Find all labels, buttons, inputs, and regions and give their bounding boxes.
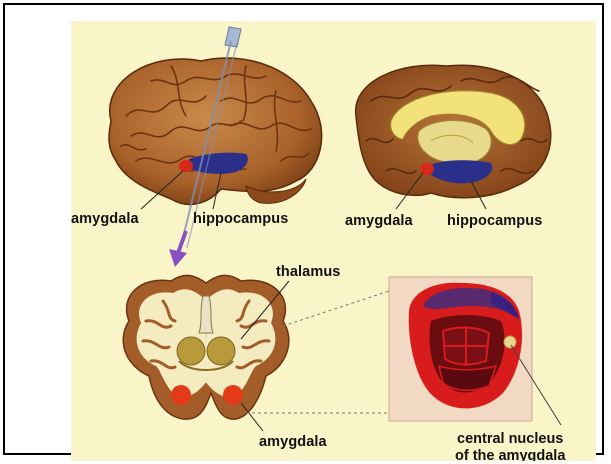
hippocampus-label-medial: hippocampus	[447, 213, 542, 229]
brain-diagram	[71, 21, 596, 461]
central-nucleus-label: central nucleus of the amygdala	[455, 431, 565, 461]
amygdala-label-lateral: amygdala	[71, 211, 139, 227]
amygdala-inset	[389, 277, 532, 421]
diagram-panel: amygdala hippocampus amygdala hippocampu…	[71, 21, 596, 461]
central-nucleus-line1: central nucleus	[455, 431, 565, 448]
medial-brain	[356, 65, 551, 197]
thalamus-label: thalamus	[276, 264, 340, 280]
amygdala-label-medial: amygdala	[345, 213, 413, 229]
central-nucleus-line2: of the amygdala	[455, 448, 565, 461]
hippocampus-label-lateral: hippocampus	[193, 211, 288, 227]
amygdala-label-coronal: amygdala	[259, 434, 327, 450]
figure-frame: amygdala hippocampus amygdala hippocampu…	[3, 3, 604, 455]
coronal-slice	[123, 275, 289, 419]
